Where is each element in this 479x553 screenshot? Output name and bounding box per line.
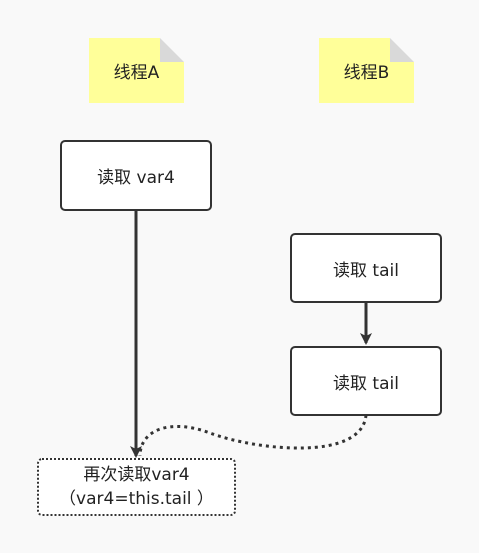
node-a-read-var4[interactable]: 读取 var4 <box>60 140 212 211</box>
node-b-read-tail-1-label: 读取 tail <box>333 260 399 281</box>
node-b-read-tail-2[interactable]: 读取 tail <box>290 346 442 416</box>
dotted-curve-b-to-reread <box>138 414 368 457</box>
lane-header-thread-a-label: 线程A <box>113 63 160 83</box>
node-reread-line2: （var4=this.tail ） <box>59 489 214 509</box>
note-fold-corner <box>390 38 414 62</box>
lane-header-thread-a: 线程A <box>89 38 184 103</box>
node-b-read-tail-2-label: 读取 tail <box>333 373 399 394</box>
lane-header-thread-b: 线程B <box>319 38 414 103</box>
lane-header-thread-b-label: 线程B <box>343 63 390 83</box>
node-reread-line1: 再次读取var4 <box>83 465 190 485</box>
node-b-read-tail-1[interactable]: 读取 tail <box>290 233 442 303</box>
node-a-read-var4-label: 读取 var4 <box>97 168 175 188</box>
node-reread-var4[interactable]: 再次读取var4 （var4=this.tail ） <box>37 458 236 516</box>
note-fold-corner <box>160 38 184 62</box>
